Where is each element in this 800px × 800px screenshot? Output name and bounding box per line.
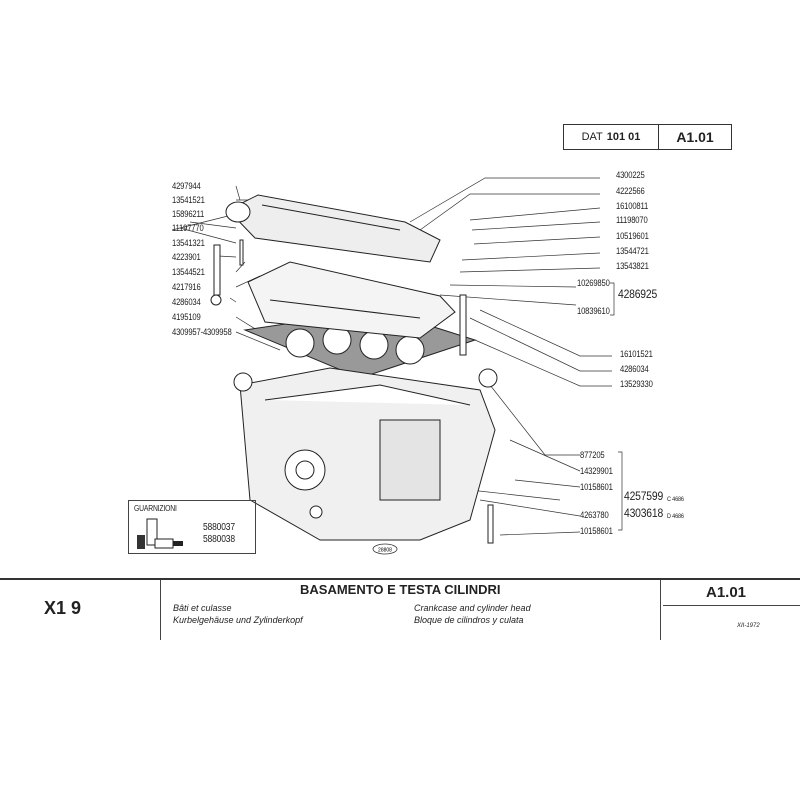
- footer-divider: [0, 578, 800, 580]
- part-number: 877205: [580, 450, 605, 460]
- part-number: 13541521: [172, 195, 205, 205]
- part-number: 11197770: [172, 223, 204, 233]
- part-number: 13541321: [172, 238, 205, 248]
- dat-number: 101 01: [606, 131, 641, 143]
- part-number: 13543821: [616, 261, 649, 271]
- title-fr: Bâti et culasse: [173, 603, 232, 613]
- part-number: 4223901: [172, 252, 201, 262]
- divider: [160, 580, 161, 640]
- gasket-title: GUARNIZIONI: [134, 504, 177, 513]
- edition-date: XII-1972: [737, 623, 760, 629]
- part-number: 4286034: [172, 297, 201, 307]
- part-number: 10269850: [577, 278, 610, 288]
- part-number: 16101521: [620, 349, 653, 359]
- page-title: BASAMENTO E TESTA CILINDRI: [300, 582, 501, 597]
- part-number: 4286034: [620, 364, 649, 374]
- part-number: 14329901: [580, 466, 613, 476]
- page-code: A1.01: [676, 129, 714, 145]
- model-name: X1 9: [44, 598, 82, 618]
- part-number: 10158601: [580, 526, 613, 536]
- part-number: 4222566: [616, 186, 645, 196]
- part-number: 10158601: [580, 482, 613, 492]
- svg-text:28808: 28808: [378, 548, 392, 554]
- part-number: 5880037: [203, 522, 235, 533]
- assembly-number: 4303618: [624, 508, 664, 520]
- variant-label: D 4686: [667, 513, 684, 520]
- part-number: 5880038: [203, 534, 235, 545]
- dat-label: DAT: [581, 131, 603, 143]
- divider: [663, 605, 800, 606]
- part-number: 10839610: [577, 306, 610, 316]
- part-number: 4263780: [580, 510, 609, 520]
- part-number: 11198070: [616, 215, 648, 225]
- part-number: 16100811: [616, 201, 649, 211]
- part-number: 4195109: [172, 312, 201, 322]
- part-number: 4217916: [172, 282, 201, 292]
- assembly-number: 4286925: [618, 289, 658, 301]
- part-number: 4300225: [616, 170, 645, 180]
- part-number: 13544721: [616, 246, 649, 256]
- part-number: 4309957-4309958: [172, 327, 232, 337]
- gasket-kit-box: GUARNIZIONI 5880037 5880038: [128, 500, 256, 554]
- part-number: 10519601: [616, 231, 649, 241]
- title-es: Bloque de cilindros y culata: [414, 615, 524, 625]
- title-de: Kurbelgehäuse und Zylinderkopf: [173, 615, 303, 625]
- divider: [660, 580, 661, 640]
- part-number: 13529330: [620, 379, 653, 389]
- variant-label: C 4686: [667, 496, 684, 503]
- part-number: 13544521: [172, 267, 205, 277]
- assembly-number: 4257599: [624, 491, 664, 503]
- gasket-kit-icon: [137, 518, 183, 549]
- title-en: Crankcase and cylinder head: [414, 603, 531, 613]
- footer-page-code: A1.01: [706, 584, 747, 601]
- part-number: 15896211: [172, 209, 205, 219]
- part-number: 4297944: [172, 181, 201, 191]
